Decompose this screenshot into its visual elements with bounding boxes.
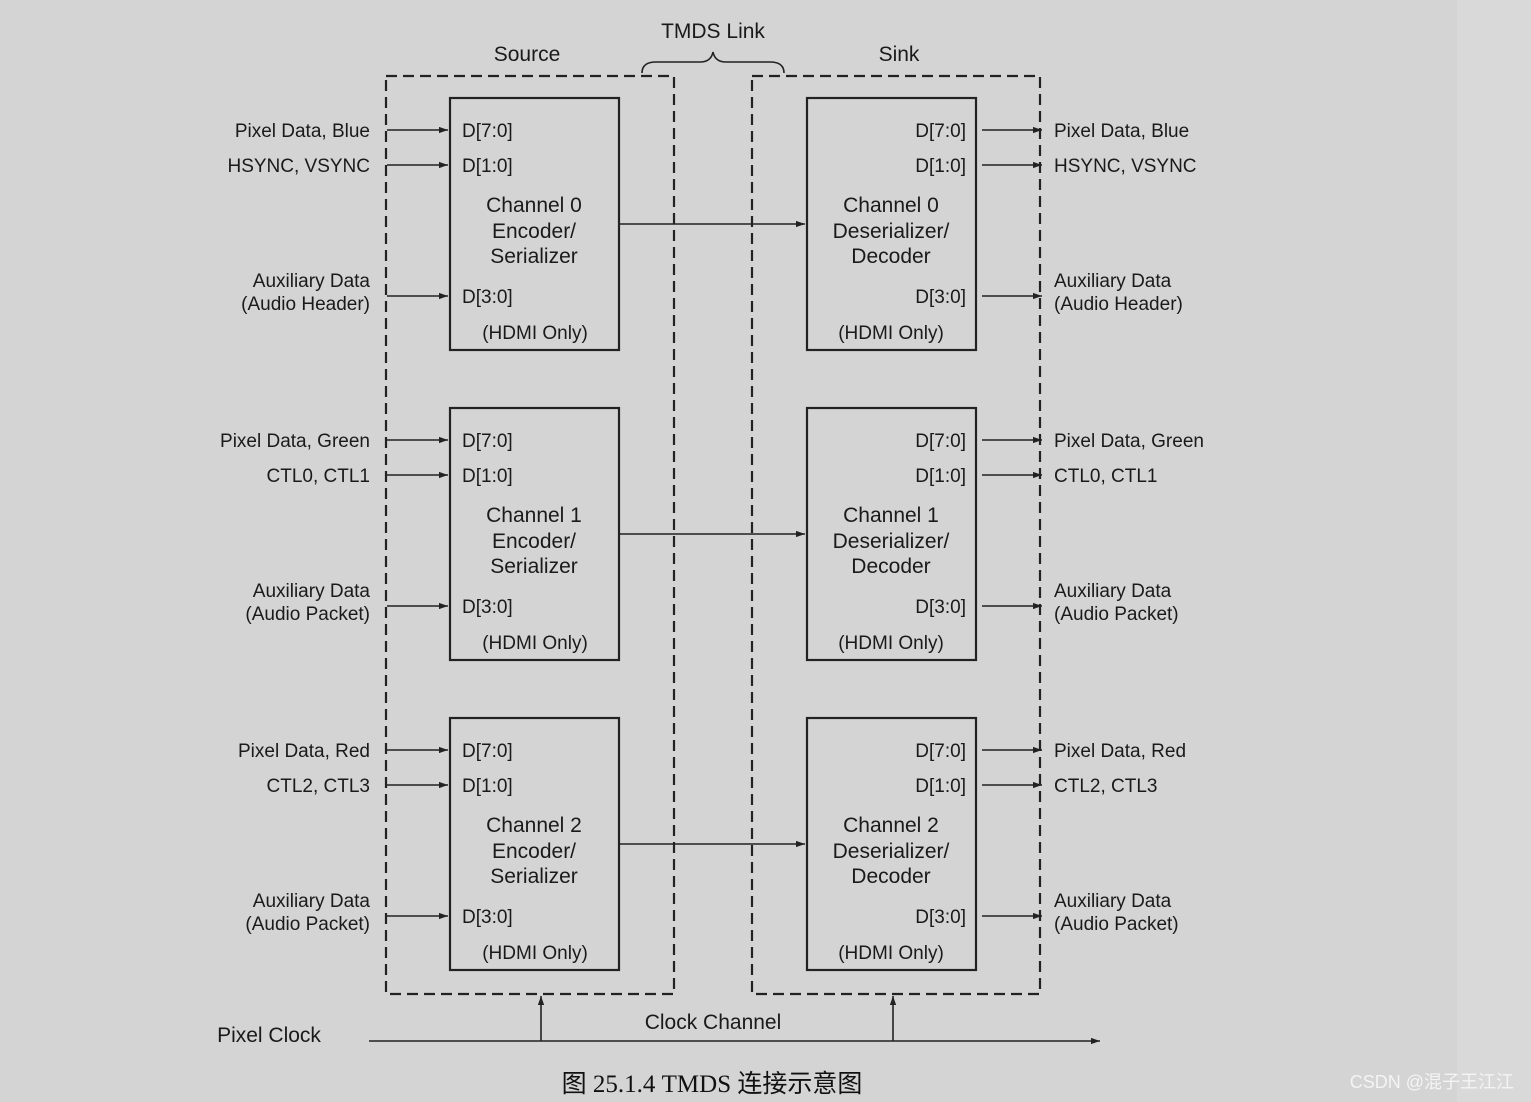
encoder-hdmi-only: (HDMI Only) bbox=[482, 323, 588, 344]
sink-pixel-data-label: Pixel Data, Blue bbox=[1054, 121, 1189, 142]
encoder-port-d10: D[1:0] bbox=[462, 156, 513, 177]
decoder-port-d10: D[1:0] bbox=[915, 776, 966, 797]
sink-aux-label: Auxiliary Data bbox=[1054, 891, 1172, 912]
decoder-function-line: Deserializer/ bbox=[833, 220, 950, 243]
decoder-port-d10: D[1:0] bbox=[915, 156, 966, 177]
tmds-link-label: TMDS Link bbox=[661, 20, 765, 43]
watermark: CSDN @混子王江江 bbox=[1350, 1072, 1514, 1092]
source-label: Source bbox=[494, 43, 561, 66]
sink-boundary bbox=[750, 74, 1042, 996]
encoder-port-d10: D[1:0] bbox=[462, 466, 513, 487]
sink-pixel-data-label: Pixel Data, Red bbox=[1054, 741, 1186, 762]
encoder-port-d30: D[3:0] bbox=[462, 907, 513, 928]
source-pixel-data-label: Pixel Data, Green bbox=[220, 431, 370, 452]
decoder-channel-name: Channel 1 bbox=[843, 504, 939, 527]
decoder-port-d70: D[7:0] bbox=[915, 431, 966, 452]
source-aux-label: Auxiliary Data bbox=[253, 271, 371, 292]
encoder-function-line: Encoder/ bbox=[492, 840, 576, 863]
encoder-port-d70: D[7:0] bbox=[462, 121, 513, 142]
decoder-port-d10: D[1:0] bbox=[915, 466, 966, 487]
source-aux-label: Auxiliary Data bbox=[253, 891, 371, 912]
clock-channel-label: Clock Channel bbox=[645, 1011, 782, 1034]
encoder-box bbox=[448, 96, 621, 352]
source-ctl-label: CTL2, CTL3 bbox=[267, 776, 370, 797]
decoder-port-d30: D[3:0] bbox=[915, 287, 966, 308]
encoder-function-line: Serializer bbox=[490, 865, 578, 888]
source-boundary bbox=[384, 74, 676, 996]
encoder-port-d30: D[3:0] bbox=[462, 597, 513, 618]
source-pixel-data-label: Pixel Data, Blue bbox=[235, 121, 370, 142]
sink-ctl-label: CTL2, CTL3 bbox=[1054, 776, 1157, 797]
decoder-box bbox=[805, 716, 978, 972]
decoder-function-line: Decoder bbox=[851, 865, 930, 888]
decoder-function-line: Decoder bbox=[851, 555, 930, 578]
sink-aux-sub-label: (Audio Packet) bbox=[1054, 604, 1179, 625]
decoder-box bbox=[805, 406, 978, 662]
decoder-port-d70: D[7:0] bbox=[915, 741, 966, 762]
decoder-hdmi-only: (HDMI Only) bbox=[838, 323, 944, 344]
encoder-box bbox=[448, 406, 621, 662]
source-ctl-label: CTL0, CTL1 bbox=[267, 466, 370, 487]
pixel-clock-label: Pixel Clock bbox=[217, 1024, 321, 1047]
encoder-port-d10: D[1:0] bbox=[462, 776, 513, 797]
source-aux-label: Auxiliary Data bbox=[253, 581, 371, 602]
sink-aux-sub-label: (Audio Header) bbox=[1054, 294, 1183, 315]
encoder-port-d30: D[3:0] bbox=[462, 287, 513, 308]
encoder-channel-name: Channel 2 bbox=[486, 814, 582, 837]
encoder-channel-name: Channel 1 bbox=[486, 504, 582, 527]
decoder-hdmi-only: (HDMI Only) bbox=[838, 943, 944, 964]
sink-pixel-data-label: Pixel Data, Green bbox=[1054, 431, 1204, 452]
sink-aux-label: Auxiliary Data bbox=[1054, 581, 1172, 602]
sink-label: Sink bbox=[879, 43, 920, 66]
encoder-hdmi-only: (HDMI Only) bbox=[482, 633, 588, 654]
decoder-port-d30: D[3:0] bbox=[915, 907, 966, 928]
sink-ctl-label: CTL0, CTL1 bbox=[1054, 466, 1157, 487]
encoder-box bbox=[448, 716, 621, 972]
tmds-link-brace bbox=[641, 51, 785, 74]
sink-aux-label: Auxiliary Data bbox=[1054, 271, 1172, 292]
decoder-port-d70: D[7:0] bbox=[915, 121, 966, 142]
encoder-function-line: Serializer bbox=[490, 245, 578, 268]
source-aux-sub-label: (Audio Header) bbox=[241, 294, 370, 315]
figure-caption: 图 25.1.4 TMDS 连接示意图 bbox=[562, 1070, 863, 1098]
decoder-function-line: Deserializer/ bbox=[833, 530, 950, 553]
encoder-port-d70: D[7:0] bbox=[462, 741, 513, 762]
decoder-channel-name: Channel 2 bbox=[843, 814, 939, 837]
encoder-port-d70: D[7:0] bbox=[462, 431, 513, 452]
decoder-port-d30: D[3:0] bbox=[915, 597, 966, 618]
source-ctl-label: HSYNC, VSYNC bbox=[227, 156, 370, 177]
encoder-function-line: Serializer bbox=[490, 555, 578, 578]
sink-ctl-label: HSYNC, VSYNC bbox=[1054, 156, 1197, 177]
sink-aux-sub-label: (Audio Packet) bbox=[1054, 914, 1179, 935]
decoder-hdmi-only: (HDMI Only) bbox=[838, 633, 944, 654]
decoder-function-line: Decoder bbox=[851, 245, 930, 268]
encoder-function-line: Encoder/ bbox=[492, 220, 576, 243]
source-aux-sub-label: (Audio Packet) bbox=[245, 914, 370, 935]
decoder-box bbox=[805, 96, 978, 352]
encoder-hdmi-only: (HDMI Only) bbox=[482, 943, 588, 964]
source-pixel-data-label: Pixel Data, Red bbox=[238, 741, 370, 762]
decoder-function-line: Deserializer/ bbox=[833, 840, 950, 863]
encoder-function-line: Encoder/ bbox=[492, 530, 576, 553]
decoder-channel-name: Channel 0 bbox=[843, 194, 939, 217]
right-margin-strip bbox=[1457, 0, 1531, 1102]
source-aux-sub-label: (Audio Packet) bbox=[245, 604, 370, 625]
encoder-channel-name: Channel 0 bbox=[486, 194, 582, 217]
